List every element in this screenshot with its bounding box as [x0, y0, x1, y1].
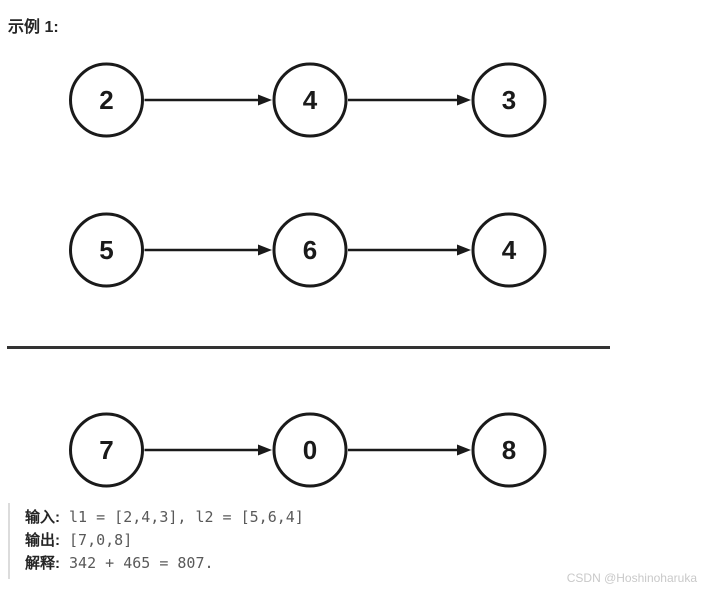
arrowhead-icon [258, 244, 272, 256]
list-node-value: 6 [303, 235, 317, 265]
list-node-value: 7 [99, 435, 113, 465]
list-node-circle [69, 212, 144, 288]
list-node-circle [272, 412, 348, 488]
arrowhead-icon [457, 244, 471, 256]
list-node-value: 5 [99, 235, 113, 265]
list-node-circle [272, 212, 348, 288]
list-node-circle [69, 412, 144, 488]
example-title: 示例 1: [8, 19, 59, 36]
input-value: l1 = [2,4,3], l2 = [5,6,4] [60, 508, 304, 526]
output-value: [7,0,8] [60, 531, 133, 549]
list-node-circle [272, 62, 348, 138]
arrowhead-icon [457, 444, 471, 456]
list-node-circle [471, 212, 547, 288]
linked-list-l1: 2 4 3 [69, 62, 547, 138]
list-node-value: 3 [502, 85, 516, 115]
explanation-line: 解释: 342 + 465 = 807. [25, 552, 685, 575]
input-line: 输入: l1 = [2,4,3], l2 = [5,6,4] [25, 506, 685, 529]
output-line: 输出: [7,0,8] [25, 529, 685, 552]
linked-list-l2: 5 6 4 [69, 212, 547, 288]
input-label: 输入: [25, 509, 60, 526]
list-node-value: 4 [303, 85, 318, 115]
linked-list-result: 7 0 8 [69, 412, 547, 488]
explanation-value: 342 + 465 = 807. [60, 554, 214, 572]
separator-line [7, 346, 610, 349]
arrowhead-icon [457, 94, 471, 106]
list-node-circle [471, 412, 547, 488]
watermark: CSDN @Hoshinoharuka [566, 571, 697, 585]
list-node-value: 4 [502, 235, 517, 265]
example-io-block: 输入: l1 = [2,4,3], l2 = [5,6,4] 输出: [7,0,… [8, 503, 685, 579]
arrowhead-icon [258, 94, 272, 106]
list-node-value: 2 [99, 85, 113, 115]
list-node-value: 0 [303, 435, 317, 465]
list-node-circle [69, 62, 144, 138]
explanation-label: 解释: [25, 555, 60, 572]
list-node-circle [471, 62, 547, 138]
output-label: 输出: [25, 532, 60, 549]
list-node-value: 8 [502, 435, 516, 465]
arrowhead-icon [258, 444, 272, 456]
